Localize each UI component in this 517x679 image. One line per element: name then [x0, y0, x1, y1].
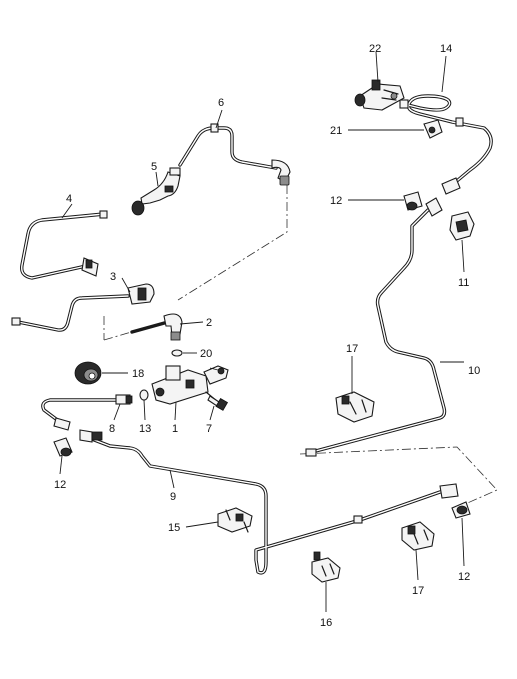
callout-14: 14 [440, 43, 452, 55]
line-holder-15 [217, 507, 253, 533]
line-clip [423, 119, 443, 139]
callout-10: 10 [468, 365, 480, 377]
connector-left [53, 437, 73, 457]
master-cylinder [354, 79, 405, 111]
clutch-line-slave [41, 394, 133, 431]
callout-12-upper: 12 [330, 195, 342, 207]
line-holder-16 [311, 551, 341, 583]
callout-7: 7 [206, 423, 212, 435]
callout-2: 2 [206, 317, 212, 329]
line-holder-17-lower [401, 521, 435, 551]
callout-4: 4 [66, 193, 72, 205]
clutch-line-upper [178, 123, 291, 186]
dust-boot [74, 361, 102, 385]
callout-6: 6 [218, 97, 224, 109]
callout-12-left: 12 [54, 479, 66, 491]
callout-labels: 1 2 3 4 5 6 7 8 9 10 11 12 12 12 13 14 1… [54, 43, 480, 629]
callout-16: 16 [320, 617, 332, 629]
callout-1: 1 [172, 423, 178, 435]
callout-20: 20 [200, 348, 212, 360]
clutch-line-long [79, 429, 459, 575]
mounting-bolt [205, 391, 229, 411]
clutch-line-lower [11, 283, 155, 332]
hose-fitting [131, 167, 181, 216]
callout-11: 11 [458, 277, 469, 289]
connection-hose [130, 313, 183, 341]
callout-15: 15 [168, 522, 180, 534]
callout-22: 22 [369, 43, 381, 55]
callout-8: 8 [109, 423, 115, 435]
callout-17-lower: 17 [412, 585, 424, 597]
clutch-line-right [305, 197, 447, 457]
connector-upper-right [403, 191, 423, 211]
callout-12-lower: 12 [458, 571, 470, 583]
line-holder-17-upper [335, 391, 375, 423]
callout-13: 13 [139, 423, 151, 435]
leader-lines [59, 51, 465, 612]
callout-3: 3 [110, 271, 116, 283]
connector-lower-right [451, 501, 471, 519]
callout-17-upper: 17 [346, 343, 358, 355]
assembly-guide-lines [103, 185, 498, 506]
callout-21: 21 [330, 125, 342, 137]
bracket [449, 211, 475, 241]
callout-9: 9 [170, 491, 176, 503]
clutch-line-left [20, 210, 108, 280]
callout-5: 5 [151, 161, 157, 173]
slave-cylinder [151, 365, 229, 405]
callout-18: 18 [132, 368, 144, 380]
sealing-ring [139, 389, 149, 401]
o-ring [171, 349, 183, 357]
clutch-line-master [399, 94, 493, 195]
